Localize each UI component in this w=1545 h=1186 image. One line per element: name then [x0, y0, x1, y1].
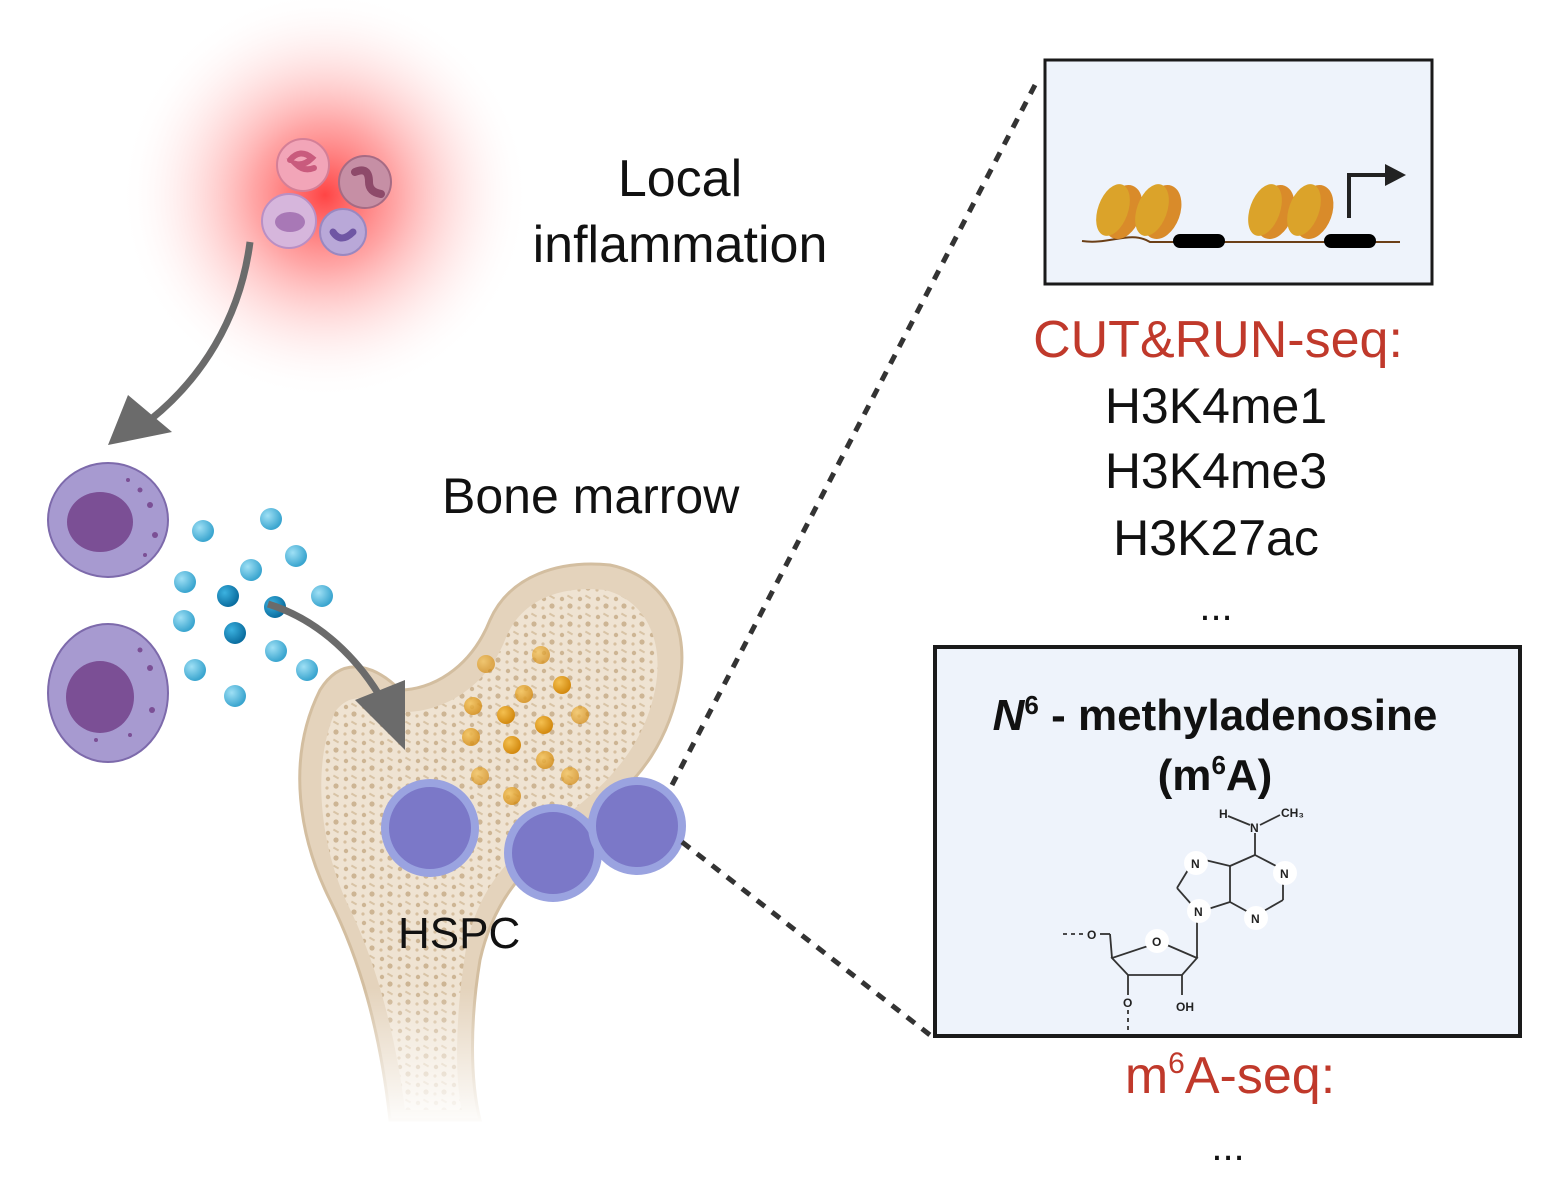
homing-arrow: [266, 600, 405, 750]
arrow-head-icon: [355, 680, 405, 750]
svg-text:H: H: [1219, 807, 1228, 821]
migration-arrow: [108, 241, 254, 445]
nucleosome-icon: [1248, 184, 1334, 240]
label-inflammation: inflammation: [533, 216, 828, 274]
inflammation-glow: [120, 0, 530, 400]
svg-text:N: N: [1251, 912, 1260, 926]
tss-arrow-icon: [1347, 173, 1388, 218]
svg-text:N: N: [1194, 905, 1203, 919]
svg-text:O: O: [1123, 996, 1132, 1010]
svg-text:N: N: [1250, 821, 1259, 835]
m6a-title: N6 - methyladenosine: [993, 690, 1438, 740]
regulatory-element: [1173, 234, 1225, 248]
cutrun-ellipsis: ...: [1199, 585, 1232, 629]
bone-marrow-cells: [462, 646, 589, 805]
chem-atom-labels: H N CH₃ N N N N O O O OH: [1087, 806, 1304, 1014]
label-hspc: HSPC: [398, 909, 520, 958]
histone-mark: H3K4me1: [1105, 378, 1327, 434]
myeloid-cells: [47, 462, 169, 763]
zoom-line-bottom: [680, 840, 932, 1037]
arrow-head-icon: [108, 395, 172, 445]
histone-mark: H3K4me3: [1105, 443, 1327, 499]
hspc-cells: [381, 777, 686, 902]
svg-text:N: N: [1191, 857, 1200, 871]
hspc-cell-icon: [381, 779, 479, 877]
hspc-cell-icon: [504, 804, 602, 902]
label-local: Local: [618, 150, 742, 208]
m6a-seq-title: m6A-seq:: [1125, 1047, 1335, 1105]
regulatory-element: [1324, 234, 1376, 248]
histone-mark: H3K27ac: [1113, 510, 1319, 566]
chromatin-panel: [1043, 58, 1434, 286]
label-bone-marrow: Bone marrow: [442, 468, 740, 524]
hspc-cell-icon: [588, 777, 686, 875]
svg-text:CH₃: CH₃: [1281, 806, 1304, 820]
m6a-abbrev: (m6A): [1158, 750, 1273, 800]
m6a-seq-ellipsis: ...: [1211, 1125, 1244, 1169]
inflammation-site: [120, 0, 530, 400]
m6a-panel: N6 - methyladenosine (m6A) H N CH₃ N N: [933, 645, 1522, 1038]
svg-text:O: O: [1152, 935, 1161, 949]
svg-text:N: N: [1280, 867, 1289, 881]
lymphocyte-icon: [319, 208, 367, 256]
cutrun-title: CUT&RUN-seq:: [1033, 311, 1403, 369]
svg-text:O: O: [1087, 928, 1096, 942]
nucleosome-icon: [1096, 184, 1182, 240]
svg-text:OH: OH: [1176, 1000, 1194, 1014]
